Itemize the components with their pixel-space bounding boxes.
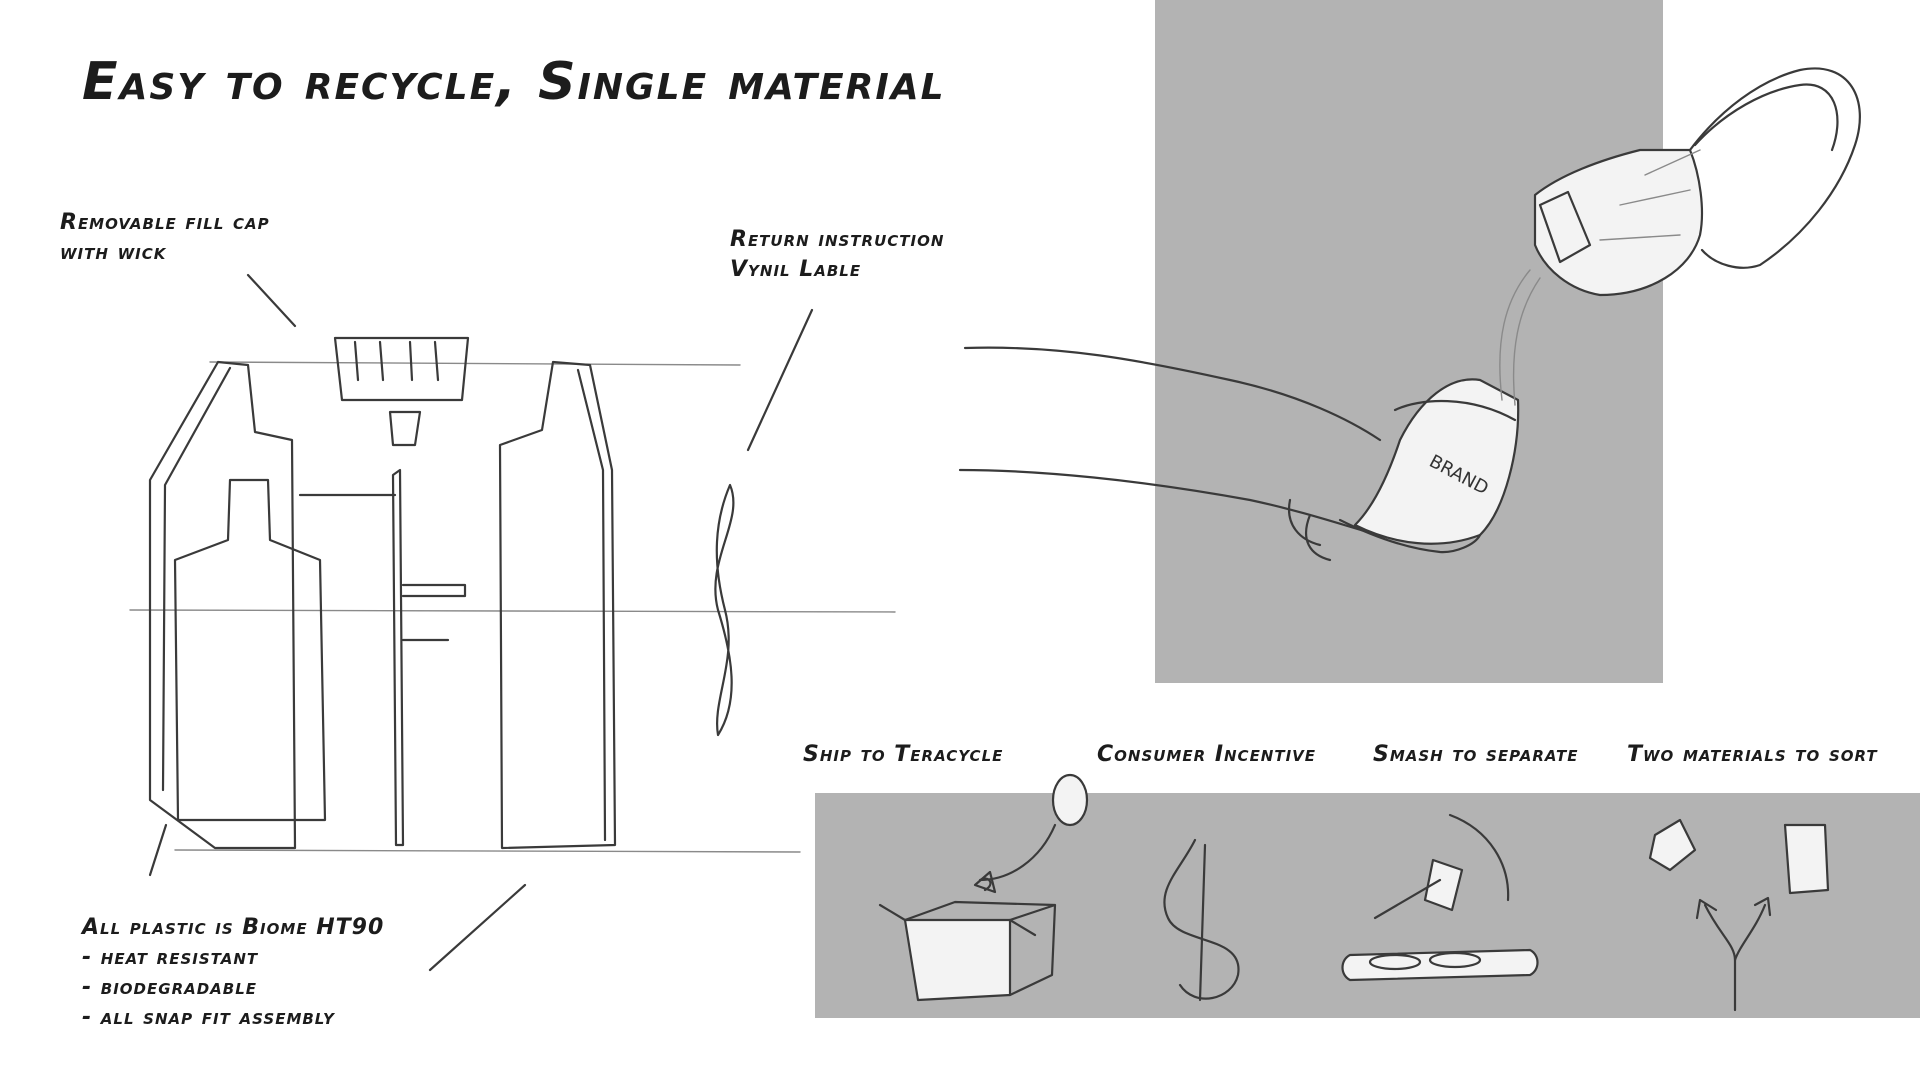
leader-fill-cap xyxy=(246,273,297,328)
annotation-return-label-line2: Vynil Lable xyxy=(730,257,862,282)
annotation-fill-cap-line1: Removable fill cap xyxy=(60,210,270,235)
annotation-material-line4: - all snap fit assembly xyxy=(82,1005,335,1030)
dollar-icon xyxy=(1163,838,1240,1002)
step-label-incentive: Consumer Incentive xyxy=(1097,742,1317,767)
page-title: Easy to recycle, Single material xyxy=(82,52,946,112)
step-label-sort: Two materials to sort xyxy=(1627,742,1878,767)
box-arrow-icon xyxy=(878,773,1089,1002)
pour-scene-backdrop xyxy=(1155,0,1663,683)
step-label-smash: Smash to separate xyxy=(1373,742,1579,767)
annotation-fill-cap: Removable fill cap with wick xyxy=(60,208,270,268)
leader-shell-left xyxy=(148,823,168,877)
pouring-hand-sketch: BRAND xyxy=(958,67,1861,562)
annotation-material-line1: All plastic is Biome HT90 xyxy=(82,915,385,940)
annotation-fill-cap-line2: with wick xyxy=(60,240,167,265)
annotation-return-label: Return instruction Vynil Lable xyxy=(730,225,944,285)
annotation-material-line3: - biodegradable xyxy=(82,975,258,1000)
hammer-icon xyxy=(1341,813,1539,982)
annotation-material: All plastic is Biome HT90 - heat resista… xyxy=(82,913,384,1033)
annotation-material-line2: - heat resistant xyxy=(82,945,259,970)
leader-label xyxy=(746,308,814,452)
exploded-view-sketch xyxy=(129,336,896,853)
leader-shell-right xyxy=(428,883,527,972)
split-arrow-icon xyxy=(1648,818,1830,1012)
step-label-ship: Ship to Teracycle xyxy=(803,742,1004,767)
annotation-return-label-line1: Return instruction xyxy=(730,227,945,252)
